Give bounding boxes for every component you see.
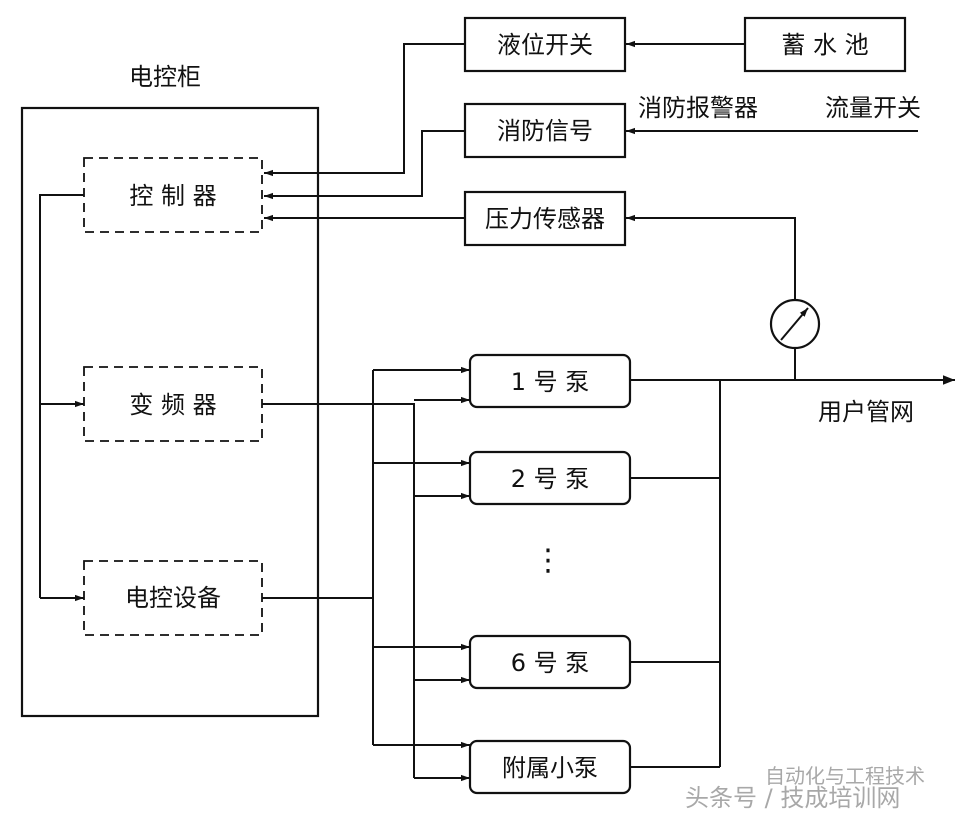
control-equipment-block: 电控设备: [83, 560, 263, 636]
pressure-gauge-icon: [769, 298, 821, 350]
pump-1-box: 1 号 泵: [468, 353, 632, 409]
level-switch-box: 液位开关: [463, 16, 627, 73]
inverter-label: 变 频 器: [129, 391, 216, 419]
pump-2-label: 2 号 泵: [511, 465, 590, 493]
inverter-bus: [262, 396, 470, 782]
pump-6-label: 6 号 泵: [511, 649, 590, 677]
level-switch-to-controller-arrow: [264, 43, 465, 177]
pump-1-label: 1 号 泵: [511, 368, 590, 396]
fire-signal-label: 消防信号: [497, 117, 593, 145]
fire-signal-box: 消防信号: [463, 102, 627, 159]
watermark-text: 头条号 / 技成培训网: [685, 784, 900, 812]
gauge-to-pressure-sensor-arrow: [626, 214, 796, 300]
control-equipment-label: 电控设备: [125, 584, 221, 612]
aux-pump-box: 附属小泵: [468, 739, 632, 795]
watermark-overlay-text: 自动化与工程技术: [765, 764, 925, 788]
control-equipment-bus: [262, 366, 470, 749]
user-network-label: 用户管网: [818, 398, 914, 426]
reservoir-box: 蓄 水 池: [743, 16, 907, 73]
level-switch-label: 液位开关: [497, 31, 593, 59]
pump-ellipsis: ⋮: [533, 543, 563, 578]
discharge-header: [630, 379, 721, 768]
aux-pump-label: 附属小泵: [502, 754, 598, 782]
pump-2-box: 2 号 泵: [468, 450, 632, 506]
controller-label: 控 制 器: [129, 182, 216, 210]
controller-output-lines: [39, 194, 84, 602]
fire-alarm-label: 消防报警器: [638, 94, 758, 122]
watermark: 自动化与工程技术 头条号 / 技成培训网: [685, 764, 925, 812]
controller-block: 控 制 器: [83, 157, 263, 233]
pump-6-box: 6 号 泵: [468, 634, 632, 690]
fire-signal-to-controller-arrow: [264, 130, 465, 200]
pressure-sensor-box: 压力传感器: [463, 190, 627, 247]
cabinet-title: 电控柜: [129, 63, 201, 91]
reservoir-label: 蓄 水 池: [781, 31, 868, 59]
pressure-sensor-label: 压力传感器: [485, 205, 605, 233]
inverter-block: 变 频 器: [83, 366, 263, 442]
flow-switch-label: 流量开关: [825, 94, 921, 122]
